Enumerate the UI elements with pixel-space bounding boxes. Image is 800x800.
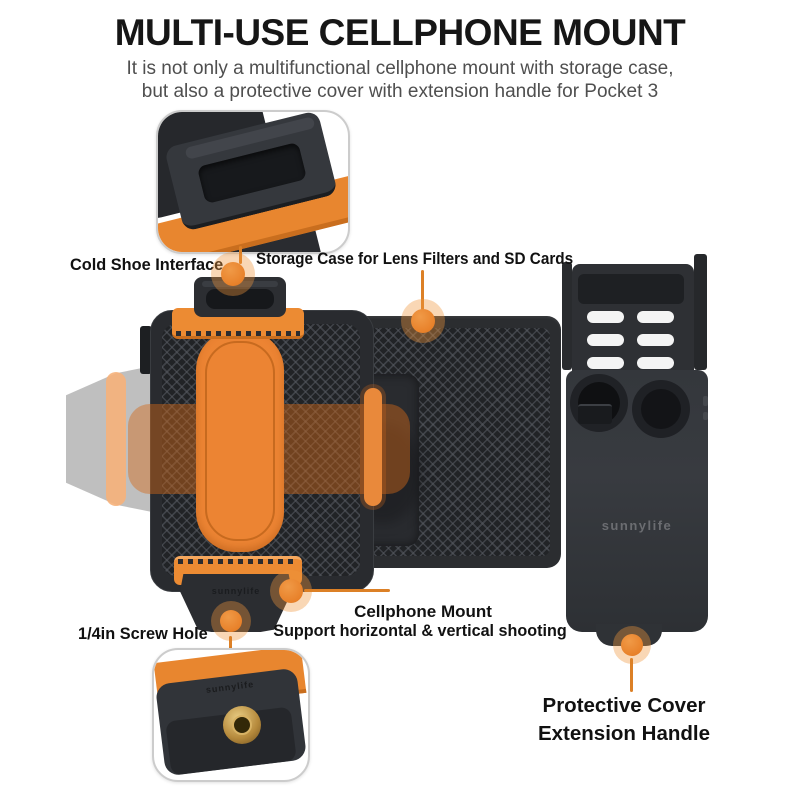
callout-dot-cold-shoe	[221, 262, 245, 286]
cold-shoe-cap	[194, 277, 286, 317]
grip-pad	[196, 330, 284, 552]
vent-slot	[587, 357, 624, 369]
mount-hinge-rod	[140, 326, 152, 374]
leader-line-screw-hole	[229, 636, 232, 652]
page-title: MULTI-USE CELLPHONE MOUNT	[114, 12, 686, 53]
cold-shoe-cap-slot	[206, 289, 274, 309]
label-protective-cover-line1: Protective Cover	[542, 694, 706, 717]
callout-dot-protective-cover	[621, 634, 643, 656]
leader-line-storage-case	[421, 270, 424, 310]
side-button	[703, 396, 708, 406]
side-button	[703, 412, 708, 420]
leader-line-cold-shoe	[239, 246, 242, 264]
vent-slot	[637, 334, 674, 346]
callout-dot-screw-hole	[220, 610, 242, 632]
callout-dot-cellphone-mount	[279, 579, 303, 603]
ghost-clamp-pad	[106, 372, 126, 506]
label-screw-hole: 1/4in Screw Hole	[78, 624, 208, 643]
cover-left-rail	[562, 262, 572, 370]
label-cellphone-mount-sub: Support horizontal & vertical shooting	[273, 621, 567, 640]
cover-handle: sunnylife	[566, 370, 708, 646]
grip-pad-outline	[205, 341, 275, 541]
brass-screw-thread	[232, 715, 252, 735]
subtitle-line-1: It is not only a multifunctional cellpho…	[126, 58, 674, 79]
lens-holder-hole-2	[641, 389, 681, 429]
vent-slot	[637, 311, 674, 323]
vent-slot	[637, 357, 674, 369]
brand-logo-foot: sunnylife	[211, 586, 261, 596]
vent-slot	[587, 311, 624, 323]
callout-dot-storage-case	[411, 309, 435, 333]
cold-shoe-cap-rail	[202, 281, 278, 287]
label-cold-shoe: Cold Shoe Interface	[70, 255, 224, 274]
cover-top-recess	[578, 274, 684, 304]
brand-logo-cover: sunnylife	[601, 518, 673, 533]
right-clamp-pad-bar	[364, 388, 382, 506]
lens-holder-notch	[578, 404, 612, 424]
leader-line-protective-cover	[630, 658, 633, 692]
cover-right-rail	[694, 254, 707, 370]
mount-foot: sunnylife	[180, 574, 292, 632]
top-clamp-teeth	[176, 331, 300, 336]
bottom-clamp-teeth	[178, 559, 298, 564]
cold-shoe-inset-image	[156, 110, 350, 254]
cover-vent-bracket	[572, 264, 694, 372]
leader-line-cellphone-mount	[304, 589, 390, 592]
screw-hole-inset-image: sunnylife	[152, 648, 310, 782]
subtitle-line-2: but also a protective cover with extensi…	[141, 81, 659, 102]
label-storage-case: Storage Case for Lens Filters and SD Car…	[256, 249, 574, 268]
label-cellphone-mount: Cellphone Mount	[354, 602, 492, 621]
vent-slot	[587, 334, 624, 346]
label-protective-cover-line2: Extension Handle	[537, 722, 710, 745]
